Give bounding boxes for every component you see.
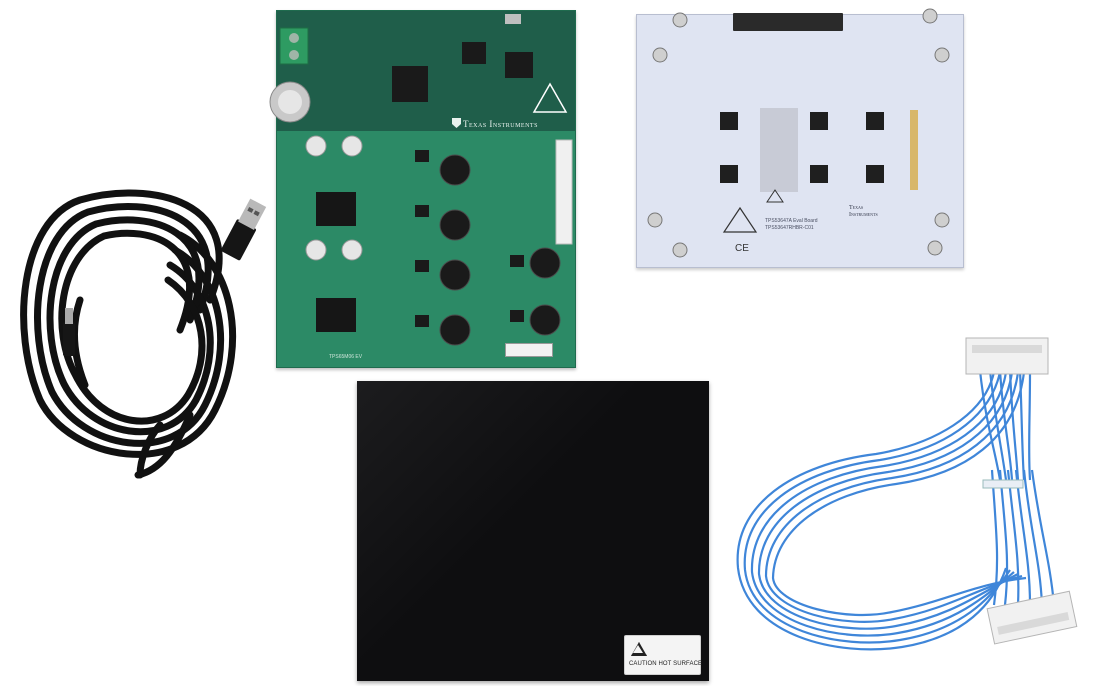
controller-board-components xyxy=(269,14,573,346)
ribbon-cable xyxy=(736,369,1056,651)
usb-cable xyxy=(20,189,237,479)
thermal-pad: CAUTION HOT SURFACE xyxy=(357,381,709,681)
ribbon-connector-top xyxy=(965,337,1049,375)
caution-label: CAUTION HOT SURFACE xyxy=(624,635,703,675)
ribbon-connector-bottom xyxy=(986,590,1078,645)
caution-triangle-inner xyxy=(633,645,643,653)
eval-board-components xyxy=(647,8,950,258)
usb-plug-icon xyxy=(221,198,267,261)
thermal-pad-sheen xyxy=(357,381,709,681)
mini-usb-plug xyxy=(63,308,75,356)
cable-tie xyxy=(982,479,1024,489)
caution-text: CAUTION HOT SURFACE xyxy=(629,661,703,667)
